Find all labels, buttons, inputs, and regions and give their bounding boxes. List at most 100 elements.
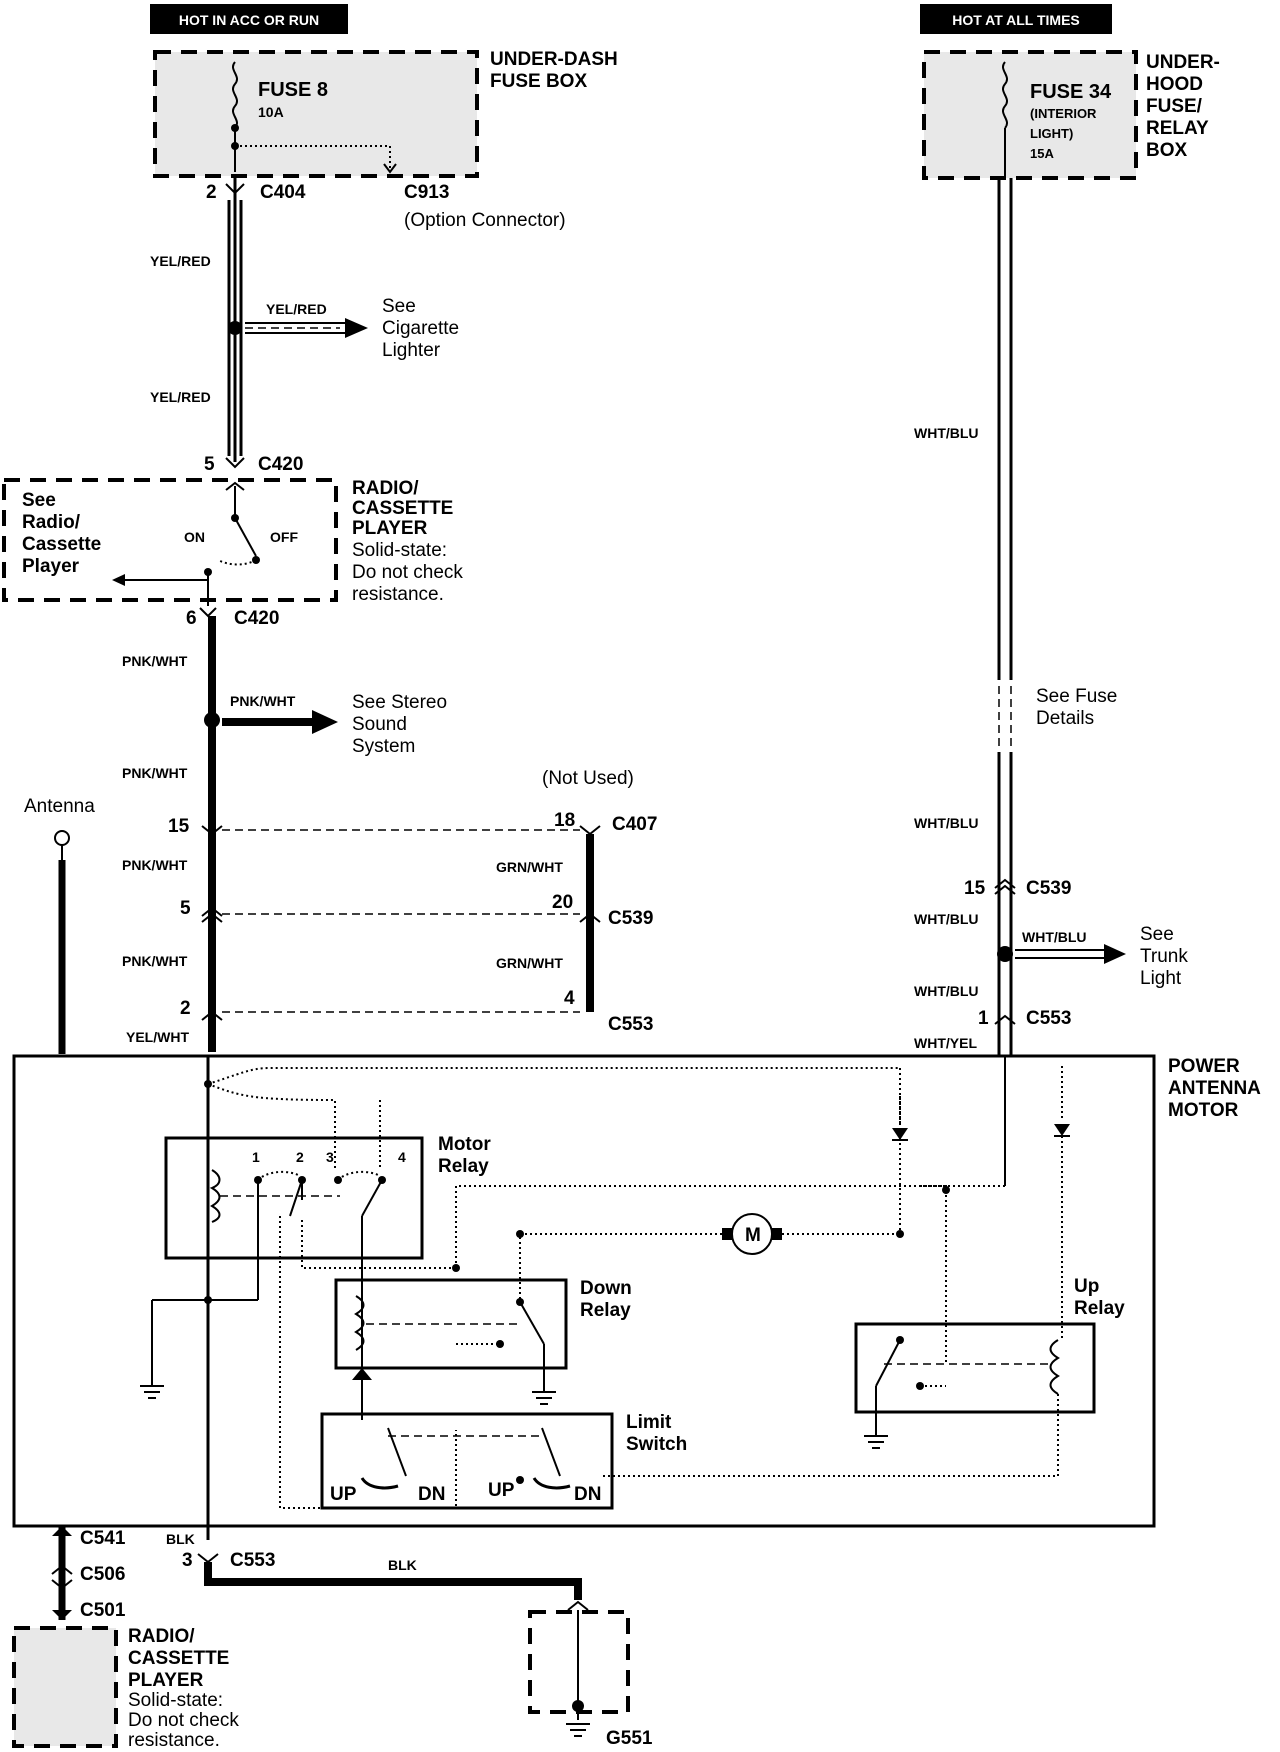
up-relay-label-1: Up xyxy=(1074,1276,1099,1297)
ref-trunk-3: Light xyxy=(1140,968,1182,989)
uh-box-label-4: RELAY xyxy=(1146,118,1209,139)
ref-stereo-3: System xyxy=(352,736,415,757)
radio-bottom-title-3: PLAYER xyxy=(128,1670,204,1691)
c506-label: C506 xyxy=(80,1564,125,1585)
down-relay xyxy=(334,1278,568,1405)
motor-label: M xyxy=(745,1225,761,1246)
down-relay-label-2: Relay xyxy=(580,1300,631,1321)
c420-top-connector xyxy=(225,457,245,469)
c553-bottom-pin: 3 xyxy=(182,1550,193,1571)
c553-pin-right: 4 xyxy=(564,988,575,1009)
wire-label-pnk-wht-5: PNK/WHT xyxy=(122,953,188,969)
c539-pin-right: 20 xyxy=(552,892,573,913)
radio-bottom-note-3: resistance. xyxy=(128,1730,220,1751)
pam-title-1: POWER xyxy=(1168,1056,1240,1077)
wire-label-wht-blu-5: WHT/BLU xyxy=(914,983,979,999)
ref-trunk-2: Trunk xyxy=(1140,946,1188,967)
radio-bottom-title-2: CASSETTE xyxy=(128,1648,229,1669)
up-relay-coil xyxy=(1049,1339,1060,1395)
radio-title-1: RADIO/ xyxy=(352,478,419,499)
down-relay-coil xyxy=(354,1295,365,1351)
radio-off-label: OFF xyxy=(270,529,298,545)
radio-title-2: CASSETTE xyxy=(352,498,453,519)
c407-label: C407 xyxy=(612,814,657,835)
ground-icon-3 xyxy=(864,1435,888,1449)
relay-pin-4: 4 xyxy=(398,1149,406,1165)
c553-bottom-connector xyxy=(197,1553,219,1564)
ref-cig-1: See xyxy=(382,296,416,317)
wire-label-grn-wht-2: GRN/WHT xyxy=(496,955,563,971)
motor-relay-coil xyxy=(209,1169,221,1223)
wire-label-yel-wht: YEL/WHT xyxy=(126,1029,189,1045)
radio-switch xyxy=(234,517,257,557)
limit-switch-label-1: Limit xyxy=(626,1412,672,1433)
antenna-label: Antenna xyxy=(24,796,95,817)
not-used-label: (Not Used) xyxy=(542,768,634,789)
wire-label-blk-2: BLK xyxy=(388,1557,417,1573)
ground-g551 xyxy=(528,1600,630,1737)
radio-bottom-note-1: Solid-state: xyxy=(128,1690,223,1711)
fuse-34-sub-2: LIGHT) xyxy=(1030,126,1073,141)
c407-pin-left: 15 xyxy=(168,816,190,837)
radio-bottom-note-2: Do not check xyxy=(128,1710,239,1731)
c539-right-connector xyxy=(994,878,1016,895)
uh-box-label-1: UNDER- xyxy=(1146,52,1220,73)
limit-switch: UP DN UP DN xyxy=(320,1412,614,1510)
c420-bot-pin: 6 xyxy=(186,608,197,629)
limit-switch-2 xyxy=(541,1427,561,1477)
wire-label-blk-1: BLK xyxy=(166,1531,195,1547)
up-relay-switch xyxy=(875,1339,901,1387)
under-dash-fuse-box: FUSE 8 10A xyxy=(153,50,479,178)
limit-switch-label-2: Switch xyxy=(626,1434,687,1455)
wire-label-yel-red-3: YEL/RED xyxy=(150,389,211,405)
c404-pin: 2 xyxy=(206,182,217,203)
radio-bottom-title-1: RADIO/ xyxy=(128,1626,195,1647)
wire-label-yel-red-2: YEL/RED xyxy=(266,301,327,317)
c539-pin-left: 5 xyxy=(180,898,191,919)
c501-label: C501 xyxy=(80,1600,126,1621)
limit-dn-label-1: DN xyxy=(418,1484,445,1505)
wire-label-wht-blu-2: WHT/BLU xyxy=(914,815,979,831)
fuse-box-label-2: FUSE BOX xyxy=(490,71,587,92)
wire-label-grn-wht-1: GRN/WHT xyxy=(496,859,563,875)
splice-stereo xyxy=(204,712,220,728)
arrow-stereo xyxy=(312,710,338,734)
c553-bottom-label: C553 xyxy=(230,1550,275,1571)
header-right-text: HOT AT ALL TIMES xyxy=(952,12,1080,28)
c553-pin-left: 2 xyxy=(180,998,191,1019)
ref-stereo-1: See Stereo xyxy=(352,692,447,713)
c553-right-pin: 1 xyxy=(978,1008,989,1029)
up-relay xyxy=(854,1322,1096,1449)
splice-trunk xyxy=(997,946,1013,962)
ref-cig-2: Cigarette xyxy=(382,318,459,339)
pam-title-3: MOTOR xyxy=(1168,1100,1239,1121)
c420-top-label: C420 xyxy=(258,454,303,475)
c407-left-connector xyxy=(201,825,223,836)
wire-label-wht-blu-4: WHT/BLU xyxy=(1022,929,1087,945)
limit-up-label-2: UP xyxy=(488,1480,515,1501)
c407-pin-right: 18 xyxy=(554,810,575,831)
ref-fuse-details-2: Details xyxy=(1036,708,1094,729)
fuse-34-label: FUSE 34 xyxy=(1030,81,1112,103)
header-left-text: HOT IN ACC OR RUN xyxy=(179,12,319,28)
ref-fuse-details-1: See Fuse xyxy=(1036,686,1117,707)
radio-on-label: ON xyxy=(184,529,205,545)
motor-relay-label-1: Motor xyxy=(438,1134,491,1155)
c553-right-connector xyxy=(994,1014,1016,1025)
ref-stereo-2: Sound xyxy=(352,714,407,735)
fuse-box-label-1: UNDER-DASH xyxy=(490,49,618,70)
radio-note-1: Solid-state: xyxy=(352,540,447,561)
c553-right-label: C553 xyxy=(1026,1008,1071,1029)
c420-bot-label: C420 xyxy=(234,608,279,629)
ground-icon-1 xyxy=(140,1385,164,1399)
relay-pin-2: 2 xyxy=(296,1149,304,1165)
c539-left-connector xyxy=(201,906,223,923)
radio-title-3: PLAYER xyxy=(352,518,428,539)
fuse-34-sub-1: (INTERIOR xyxy=(1030,106,1097,121)
ground-icon-2 xyxy=(532,1391,556,1405)
wire-label-pnk-wht-1: PNK/WHT xyxy=(122,653,188,669)
down-relay-switch xyxy=(519,1301,545,1345)
fuse-8-rating: 10A xyxy=(258,104,284,120)
c539-label: C539 xyxy=(608,908,653,929)
